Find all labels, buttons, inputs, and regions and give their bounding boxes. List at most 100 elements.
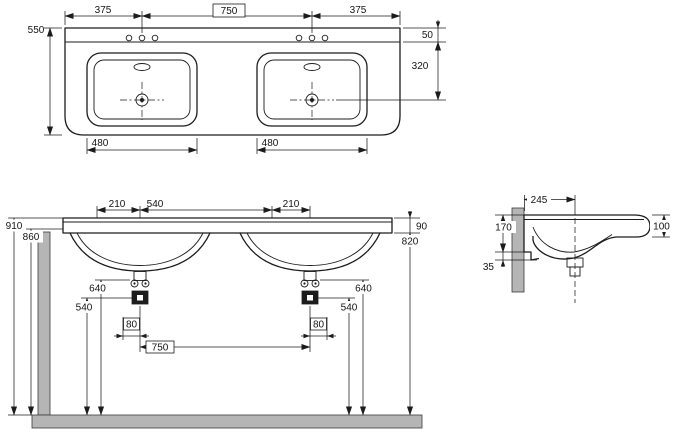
dim-label-bg	[336, 301, 362, 313]
floor-section	[31, 414, 423, 429]
dim-basin-width-right: 480	[256, 138, 368, 154]
wall-section	[37, 231, 51, 416]
dim-backsplash: 50	[403, 20, 446, 50]
basin-right-centerlines	[290, 82, 334, 120]
dim-outlet-offset-left: 80	[114, 317, 149, 340]
dim-label-910: 910	[6, 221, 23, 232]
dim-label-245: 245	[531, 195, 548, 206]
dim-label-540-mid: 540	[147, 199, 164, 210]
tailpiece-right	[303, 271, 317, 281]
dim-label-480-left: 480	[92, 138, 109, 149]
outlet-circle-icon	[311, 279, 320, 288]
dim-label-bg	[491, 221, 516, 233]
dim-label-750: 750	[221, 6, 238, 17]
side-view: 245 170 35 100	[483, 193, 673, 303]
dim-label-540-right: 540	[341, 303, 358, 314]
side-bowl-inner	[532, 226, 613, 253]
basin-left-inner	[93, 59, 191, 120]
dim-label-640-left: 640	[89, 284, 106, 295]
dim-label-375-left: 375	[95, 5, 112, 16]
basin-right-inner	[263, 59, 361, 120]
side-profile-back	[523, 215, 540, 261]
dim-arrowheads	[303, 333, 334, 339]
dim-side-100: 100	[650, 214, 673, 238]
dim-arrowheads	[116, 333, 147, 339]
drain-assembly-right	[300, 271, 320, 305]
dim-extension-lines	[96, 206, 311, 218]
dim-extension-lines	[8, 217, 63, 416]
dim-label-bg	[650, 220, 673, 232]
dim-label-90: 90	[416, 222, 428, 233]
faucet-holes-left	[125, 34, 159, 42]
dim-label-bg	[19, 230, 43, 243]
trap-valve-core	[137, 295, 143, 301]
bowl-right-inner	[246, 232, 374, 266]
dim-top-width: 375 750 375	[64, 3, 401, 33]
dim-frame-80-right	[310, 317, 327, 331]
outlet-circle-icon	[300, 279, 309, 288]
dim-label-bg	[397, 235, 423, 247]
dim-label-820: 820	[402, 237, 419, 248]
basin-left-centerlines	[120, 82, 164, 120]
dim-label-550: 550	[28, 25, 45, 36]
dim-extension-lines	[44, 27, 62, 136]
faucet-hole-icon	[151, 34, 159, 42]
dim-frame-750	[212, 3, 246, 18]
dim-side-35: 35	[483, 245, 537, 273]
dim-label-540-left: 540	[76, 303, 93, 314]
dim-label-bg	[71, 301, 97, 313]
dim-side-170: 170	[491, 214, 531, 253]
dim-arrowheads	[500, 245, 506, 267]
dim-label-750-bottom: 750	[152, 343, 169, 354]
basin-left-plan	[86, 52, 198, 127]
dim-label-80-left: 80	[126, 320, 138, 331]
dim-clearance-820: 820	[397, 232, 423, 416]
basin-right-rim	[256, 52, 368, 127]
dim-label-320: 320	[412, 61, 429, 72]
basin-left-rim	[86, 52, 198, 127]
top-view: 375 750 375 550 50 320	[28, 3, 446, 154]
dim-label-375-right: 375	[350, 5, 367, 16]
dim-trap-height-left: 540	[71, 297, 132, 416]
dim-basin-width-left: 480	[86, 138, 198, 154]
dim-drain-setback: 320	[336, 41, 446, 101]
dim-trap-height-right: 540	[318, 297, 362, 416]
dim-height-860: 860	[19, 228, 63, 416]
dim-label-bg	[406, 59, 434, 72]
basin-left-overflow	[133, 63, 151, 71]
counter-front-outline	[62, 217, 393, 234]
tailpiece-left	[133, 271, 147, 281]
dim-side-245: 245	[523, 193, 576, 211]
dim-label-210-right: 210	[283, 199, 300, 210]
basin-right-overflow	[303, 63, 321, 71]
basin-right-plan	[256, 52, 368, 127]
outlet-dot-icon	[314, 282, 317, 285]
dim-label-860: 860	[23, 232, 40, 243]
dim-height-910: 910	[2, 217, 63, 416]
bowl-left-inner	[76, 232, 204, 266]
dim-frame-80-left	[123, 317, 140, 331]
dim-outlet-offset-right: 80	[301, 317, 336, 340]
dim-tap-positions: 210 540 210	[96, 199, 311, 218]
faucet-hole-icon	[138, 34, 146, 42]
dim-label-100: 100	[653, 222, 670, 233]
dim-frame-750-bottom	[145, 340, 175, 354]
dim-label-640-right: 640	[355, 284, 372, 295]
countertop-outline	[64, 27, 401, 136]
dim-label-480-right: 480	[262, 138, 279, 149]
dim-label-bg	[2, 219, 26, 232]
dim-label-bg	[350, 282, 377, 294]
faucet-holes-right	[295, 34, 329, 42]
faucet-hole-icon	[321, 34, 329, 42]
faucet-hole-icon	[295, 34, 303, 42]
outlet-circle-icon	[130, 279, 139, 288]
outlet-circle-icon	[141, 279, 150, 288]
side-profile-outer	[524, 214, 651, 260]
dim-label-80-right: 80	[313, 320, 325, 331]
outlet-dot-icon	[144, 282, 147, 285]
dim-label-210-left: 210	[109, 199, 126, 210]
dim-outlet-height-left: 640	[84, 279, 130, 416]
outlet-dot-icon	[133, 282, 136, 285]
